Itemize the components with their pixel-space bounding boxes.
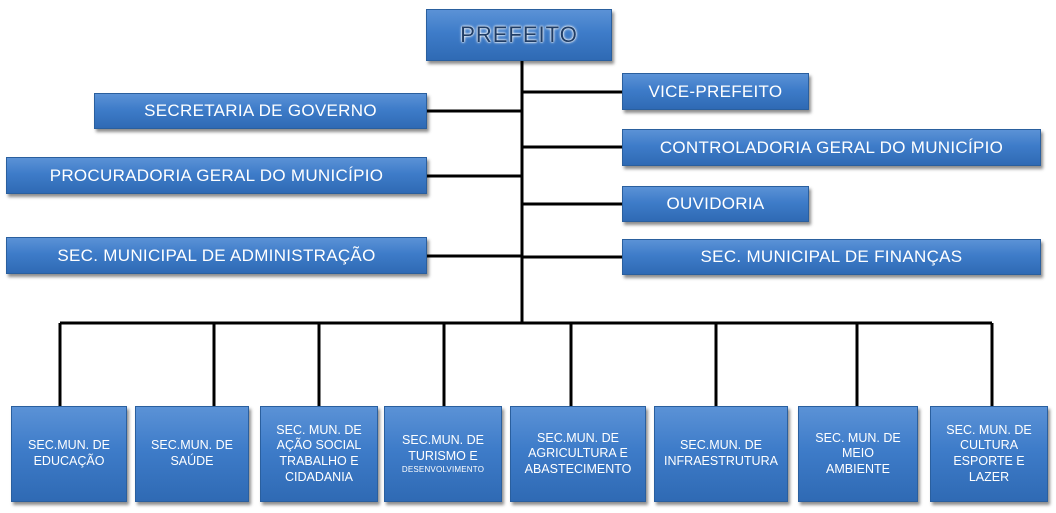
node-line: TRABALHO E xyxy=(279,454,359,468)
node-line: SEC.MUN. DE xyxy=(28,438,110,453)
node-line: SEC.MUN. DE xyxy=(537,430,619,445)
node-turismo: SEC.MUN. DE TURISMO E DESENVOLVIMENTO xyxy=(384,406,502,502)
node-label: PREFEITO xyxy=(460,22,578,48)
node-meio-ambiente: SEC. MUN. DE MEIO AMBIENTE xyxy=(798,406,918,502)
node-label: SEC. MUNICIPAL DE ADMINISTRAÇÃO xyxy=(57,245,376,265)
node-line: SAÚDE xyxy=(170,454,214,468)
node-line-small: DESENVOLVIMENTO xyxy=(401,464,485,474)
node-line: LAZER xyxy=(968,469,1010,484)
node-financas: SEC. MUNICIPAL DE FINANÇAS xyxy=(622,239,1041,275)
node-label: OUVIDORIA xyxy=(666,194,765,214)
node-line: EDUCAÇÃO xyxy=(33,454,105,468)
node-label: VICE-PREFEITO xyxy=(648,81,783,101)
node-line: AGRICULTURA E xyxy=(528,446,628,461)
node-administracao: SEC. MUNICIPAL DE ADMINISTRAÇÃO xyxy=(6,237,427,274)
node-procuradoria: PROCURADORIA GERAL DO MUNICÍPIO xyxy=(6,157,427,194)
node-line: MEIO xyxy=(842,446,874,461)
node-infraestrutura: SEC.MUN. DE INFRAESTRUTURA xyxy=(654,406,788,502)
node-line: SEC.MUN. DE xyxy=(151,438,233,453)
node-line: INFRAESTRUTURA xyxy=(664,454,778,468)
node-saude: SEC.MUN. DE SAÚDE xyxy=(135,406,249,502)
node-ouvidoria: OUVIDORIA xyxy=(622,186,809,222)
node-line: CIDADANIA xyxy=(284,469,354,484)
node-agricultura: SEC.MUN. DE AGRICULTURA E ABASTECIMENTO xyxy=(510,406,646,502)
node-label: SECRETARIA DE GOVERNO xyxy=(144,101,377,121)
node-line: TURISMO E xyxy=(408,449,478,463)
node-label: PROCURADORIA GERAL DO MUNICÍPIO xyxy=(49,165,384,185)
node-line: SEC. MUN. DE xyxy=(276,422,362,437)
node-educacao: SEC.MUN. DE EDUCAÇÃO xyxy=(11,406,127,502)
node-label: CONTROLADORIA GERAL DO MUNICÍPIO xyxy=(659,137,1004,157)
node-line: SEC.MUN. DE xyxy=(680,438,762,453)
node-prefeito: PREFEITO xyxy=(426,9,612,61)
node-line: SEC. MUN. DE xyxy=(946,422,1032,437)
node-line: CULTURA xyxy=(959,438,1019,453)
node-label: SEC. MUNICIPAL DE FINANÇAS xyxy=(700,247,963,267)
node-acao-social: SEC. MUN. DE AÇÃO SOCIAL TRABALHO E CIDA… xyxy=(260,406,378,502)
node-vice-prefeito: VICE-PREFEITO xyxy=(622,73,809,110)
node-secretaria-governo: SECRETARIA DE GOVERNO xyxy=(94,93,427,129)
node-line: SEC.MUN. DE xyxy=(402,433,484,448)
node-controladoria: CONTROLADORIA GERAL DO MUNICÍPIO xyxy=(622,129,1041,166)
node-line: SEC. MUN. DE xyxy=(815,430,901,445)
node-line: AÇÃO SOCIAL xyxy=(276,438,362,453)
node-line: AMBIENTE xyxy=(826,461,890,476)
node-cultura: SEC. MUN. DE CULTURA ESPORTE E LAZER xyxy=(930,406,1048,502)
node-line: ABASTECIMENTO xyxy=(524,461,632,476)
node-line: ESPORTE E xyxy=(953,454,1025,468)
